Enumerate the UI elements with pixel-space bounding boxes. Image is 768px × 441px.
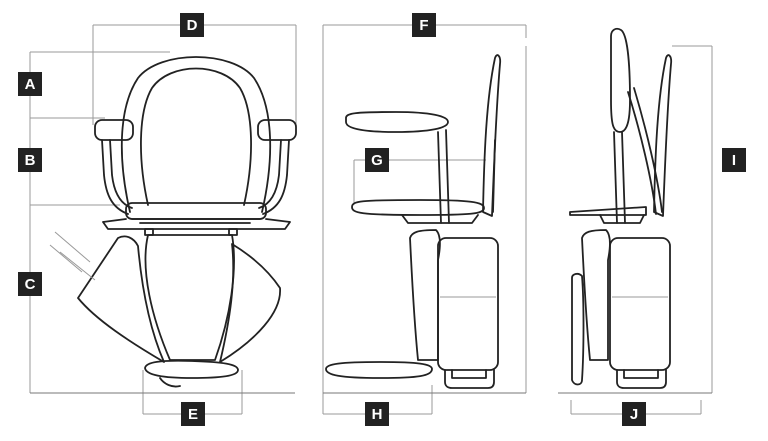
label-h: H xyxy=(365,402,389,426)
label-g: G xyxy=(365,148,389,172)
label-b: B xyxy=(18,148,42,172)
label-e: E xyxy=(181,402,205,426)
label-j: J xyxy=(622,402,646,426)
label-i: I xyxy=(722,148,746,172)
label-d: D xyxy=(180,13,204,37)
label-a: A xyxy=(18,72,42,96)
label-c: C xyxy=(18,272,42,296)
side-view-unfolded xyxy=(322,24,527,415)
label-f: F xyxy=(412,13,436,37)
side-view-folded xyxy=(558,27,713,415)
front-view xyxy=(29,24,297,415)
